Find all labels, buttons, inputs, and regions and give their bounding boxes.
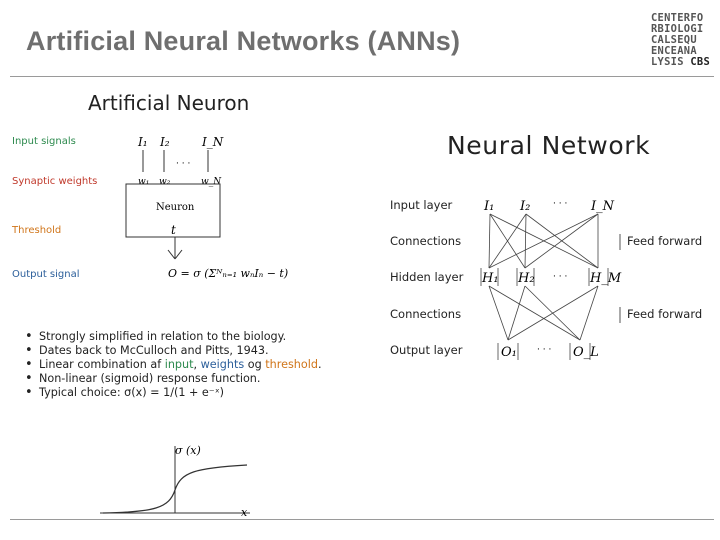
cbs-logo: CENTERFO RBIOLOGI CALSEQU ENCEANA LYSIS … <box>651 12 711 68</box>
neuron-input-dots: · · · <box>176 159 190 169</box>
nn-hidden-1: H₁ <box>481 271 499 286</box>
feed-forward-2: Feed forward <box>627 307 703 321</box>
row-connections-2: Connections <box>390 307 462 321</box>
feed-forward-brackets <box>619 234 621 323</box>
nn-output-dots: · · · <box>537 345 551 355</box>
bullet-text: input <box>164 358 194 371</box>
header-divider <box>10 76 714 77</box>
bullet-text: weights <box>200 358 245 371</box>
bullet-text: . <box>317 358 322 371</box>
row-input-layer: Input layer <box>390 198 453 212</box>
label-output-signal: Output signal <box>12 269 80 280</box>
neuron-heading: Artificial Neuron <box>88 91 250 115</box>
bullet-text: Typical choice: σ(x) = 1/(1 + e⁻ˣ) <box>39 386 225 399</box>
neuron-weight-n: w_N <box>201 177 222 187</box>
neuron-input-1: I₁ <box>137 135 148 149</box>
bullet-text: Linear combination af <box>39 358 165 371</box>
nn-input-1: I₁ <box>483 199 494 214</box>
nn-hidden-dots: · · · <box>553 272 567 282</box>
neuron-weight-1: w₁ <box>138 177 149 187</box>
nn-input-2: I₂ <box>519 199 530 214</box>
nn-output-1: O₁ <box>501 345 517 360</box>
label-synaptic-weights: Synaptic weights <box>12 176 98 187</box>
bullet-text: Dates back to McCulloch and Pitts, 1943. <box>39 344 269 357</box>
neuron-label: Neuron <box>156 202 195 213</box>
footer-divider <box>10 519 714 520</box>
neuron-bullet-list: Strongly simplified in relation to the b… <box>22 330 322 400</box>
network-heading: Neural Network <box>447 131 651 160</box>
output-formula: O = σ (Σᴺₙ₌₁ wₙIₙ − t) <box>168 267 288 280</box>
bullet-item: Strongly simplified in relation to the b… <box>22 330 322 344</box>
threshold-symbol: t <box>171 223 176 237</box>
bullet-text: Strongly simplified in relation to the b… <box>39 330 287 343</box>
bullet-text: Non-linear (sigmoid) response function. <box>39 372 261 385</box>
network-diagram: I₁ I₂ · · · I_N H₁ H₂ · · · H_M O₁ · · ·… <box>480 199 622 360</box>
nn-hidden-2: H₂ <box>517 271 535 286</box>
neuron-input-n: I_N <box>201 135 224 149</box>
row-output-layer: Output layer <box>390 343 463 357</box>
sigmoid-plot: σ (x) x <box>100 444 250 519</box>
row-connections-1: Connections <box>390 234 462 248</box>
bullet-item: Typical choice: σ(x) = 1/(1 + e⁻ˣ) <box>22 386 322 400</box>
bullet-item: Dates back to McCulloch and Pitts, 1943. <box>22 344 322 358</box>
neuron-diagram: I₁ I₂ · · · I_N w₁ w₂ w_N Neuron t O = σ… <box>125 135 288 280</box>
nn-hidden-m: H_M <box>589 271 622 286</box>
sigmoid-ylabel: σ (x) <box>175 444 201 457</box>
bullet-item: Linear combination af input, weights og … <box>22 358 322 372</box>
feed-forward-1: Feed forward <box>627 234 703 248</box>
bullet-item: Non-linear (sigmoid) response function. <box>22 372 322 386</box>
label-threshold: Threshold <box>12 225 62 236</box>
neuron-input-2: I₂ <box>159 135 170 149</box>
nn-input-dots: · · · <box>553 199 567 209</box>
row-hidden-layer: Hidden layer <box>390 270 464 284</box>
neuron-weight-2: w₂ <box>159 177 171 187</box>
bullet-text: threshold <box>265 358 318 371</box>
slide-title: Artificial Neural Networks (ANNs) <box>26 26 461 56</box>
bullet-text: , <box>193 358 201 371</box>
nn-output-l: O_L <box>573 345 599 360</box>
bullet-text: og <box>244 358 266 371</box>
label-input-signals: Input signals <box>12 136 76 147</box>
nn-input-n: I_N <box>590 199 615 214</box>
sigmoid-xlabel: x <box>241 506 248 519</box>
